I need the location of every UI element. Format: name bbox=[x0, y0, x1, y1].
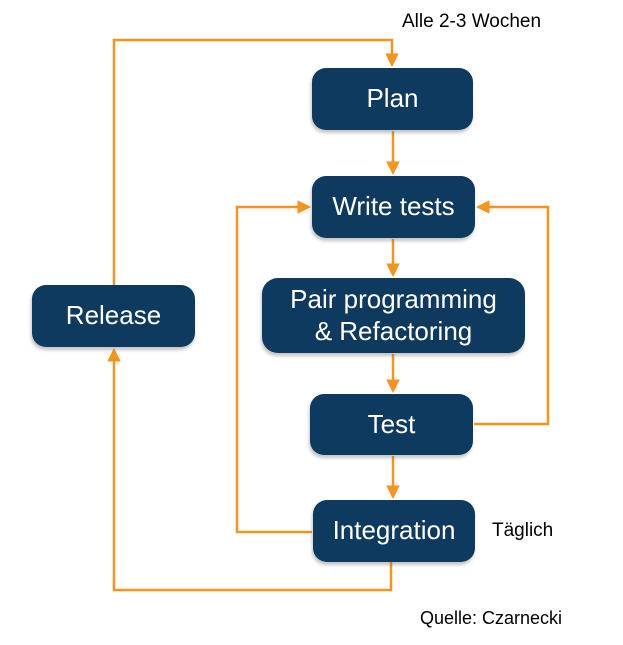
node-integration: Integration bbox=[313, 500, 475, 562]
node-write-tests-label: Write tests bbox=[332, 191, 455, 222]
node-integration-label: Integration bbox=[332, 515, 456, 546]
source-credit-label: Quelle: Czarnecki bbox=[420, 608, 563, 628]
node-pair-programming-refactoring-label: Pair programming & Refactoring bbox=[290, 283, 497, 346]
edge-test-to-write-tests-loop bbox=[474, 200, 550, 426]
edge-integration-to-release bbox=[107, 347, 393, 592]
node-test: Test bbox=[310, 394, 473, 455]
node-pair-programming-refactoring: Pair programming & Refactoring bbox=[262, 278, 525, 353]
node-release: Release bbox=[32, 285, 195, 347]
node-plan-label: Plan bbox=[366, 83, 419, 114]
node-write-tests: Write tests bbox=[312, 176, 475, 238]
daily-label: Täglich bbox=[492, 520, 554, 541]
node-test-label: Test bbox=[367, 408, 416, 439]
node-release-label: Release bbox=[65, 300, 162, 331]
node-plan: Plan bbox=[312, 68, 473, 130]
cycle-duration-label: Alle 2-3 Wochen bbox=[402, 11, 542, 32]
edge-release-to-plan bbox=[112, 38, 399, 285]
edge-integration-to-write-tests-loop bbox=[235, 200, 312, 534]
